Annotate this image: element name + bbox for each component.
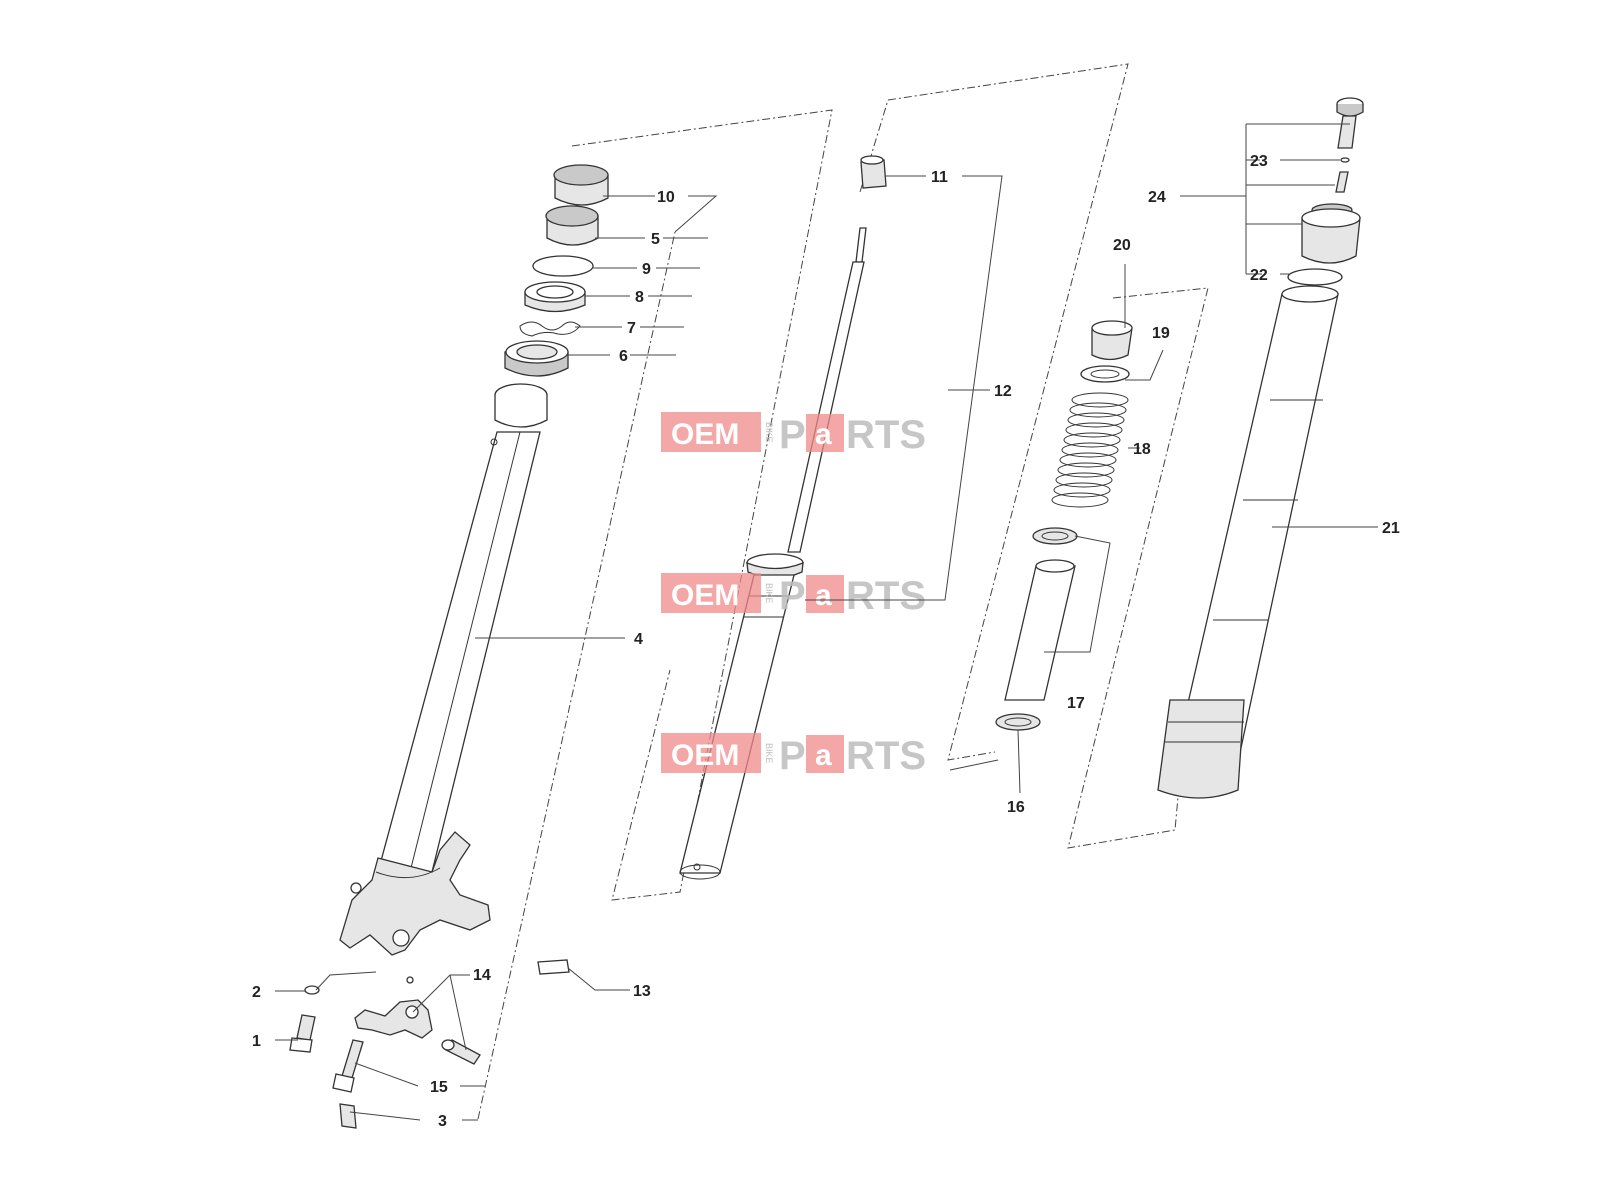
fork-inner-tube-assembly xyxy=(1157,97,1364,799)
watermark-oembikeparts: OEM BIKE P a RTS OEM BIKE P a RTS OEM BI… xyxy=(661,412,926,778)
axle-clamp-parts xyxy=(289,959,570,1129)
callout-6: 6 xyxy=(619,348,628,365)
svg-text:a: a xyxy=(815,739,832,772)
callout-10: 10 xyxy=(657,189,675,206)
fork-outer-tube-assembly xyxy=(339,383,548,956)
callout-20: 20 xyxy=(1113,237,1131,254)
callout-9: 9 xyxy=(642,261,651,278)
callout-3: 3 xyxy=(438,1113,447,1130)
callout-22: 22 xyxy=(1250,267,1268,284)
svg-text:OEM: OEM xyxy=(671,579,739,612)
callout-18: 18 xyxy=(1133,441,1151,458)
callout-23: 23 xyxy=(1250,153,1268,170)
callout-1: 1 xyxy=(252,1033,261,1050)
callout-12: 12 xyxy=(994,383,1012,400)
callout-5: 5 xyxy=(651,231,660,248)
callout-16: 16 xyxy=(1007,799,1025,816)
callout-2: 2 xyxy=(252,984,261,1001)
callout-4: 4 xyxy=(634,631,643,648)
svg-text:P: P xyxy=(779,734,806,778)
svg-text:a: a xyxy=(815,418,832,451)
svg-text:BIKE: BIKE xyxy=(764,583,774,604)
svg-text:BIKE: BIKE xyxy=(764,422,774,443)
callout-7: 7 xyxy=(627,320,636,337)
callout-8: 8 xyxy=(635,289,644,306)
callout-21: 21 xyxy=(1382,520,1400,537)
svg-text:OEM: OEM xyxy=(671,739,739,772)
svg-text:a: a xyxy=(815,579,832,612)
spring-assembly xyxy=(995,320,1133,731)
leader-lines xyxy=(275,123,1378,1121)
svg-text:OEM: OEM xyxy=(671,418,739,451)
callout-15: 15 xyxy=(430,1079,448,1096)
damper-rod-assembly xyxy=(679,155,887,880)
svg-text:RTS: RTS xyxy=(846,574,926,618)
callout-17: 17 xyxy=(1067,695,1085,712)
callout-13: 13 xyxy=(633,983,651,1000)
svg-text:P: P xyxy=(779,413,806,457)
svg-text:RTS: RTS xyxy=(846,734,926,778)
top-stack-parts xyxy=(504,164,609,377)
svg-text:RTS: RTS xyxy=(846,413,926,457)
callout-19: 19 xyxy=(1152,325,1170,342)
svg-text:P: P xyxy=(779,574,806,618)
callout-24: 24 xyxy=(1148,189,1166,206)
callout-11: 11 xyxy=(931,169,948,186)
callout-labels: 1 2 3 4 5 6 7 8 9 10 11 12 13 14 15 16 1… xyxy=(252,153,1400,1130)
svg-text:BIKE: BIKE xyxy=(764,743,774,764)
callout-14: 14 xyxy=(473,967,491,984)
